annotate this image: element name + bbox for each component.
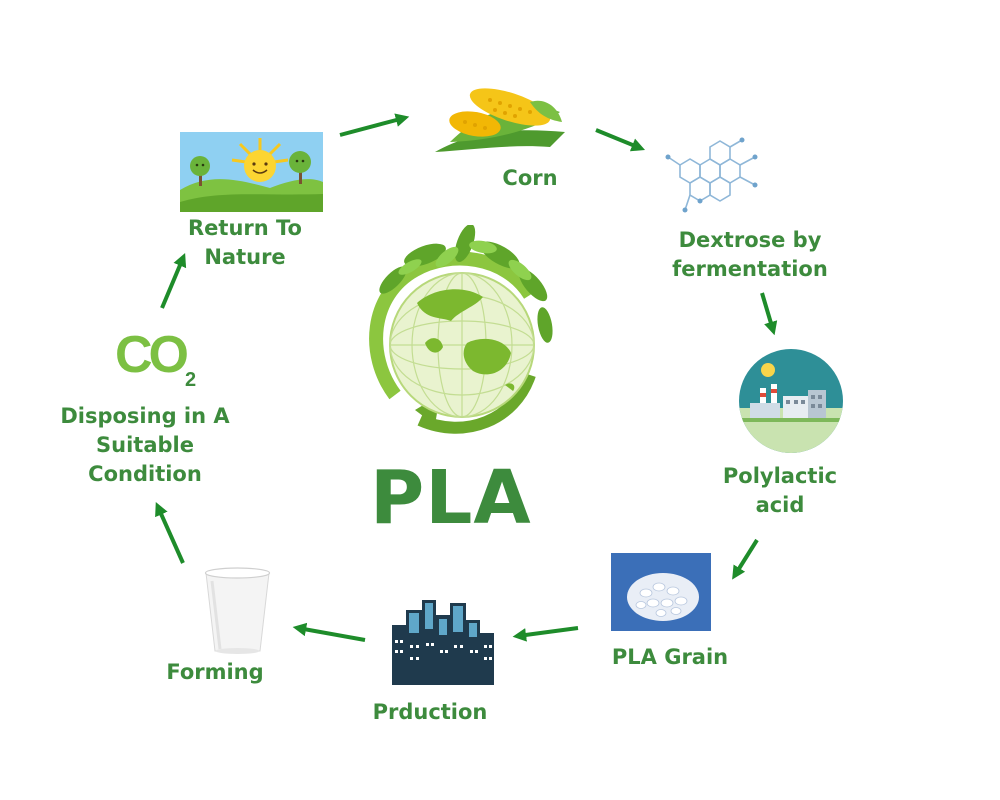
page-title: PLA [370, 455, 532, 541]
arrow-dextrose-to-acid [760, 292, 778, 336]
arrow-acid-to-grain [732, 538, 759, 580]
factory-icon [739, 349, 843, 453]
co2-icon: CO2 [115, 326, 197, 391]
paper-cup-icon [204, 567, 271, 654]
globe-icon [369, 225, 553, 434]
step-label-production: Prduction [372, 700, 488, 724]
step-label-forming: Forming [166, 660, 264, 684]
arrow-nature-to-corn [339, 113, 410, 137]
arrow-grain-to-production [512, 626, 579, 642]
step-label-corn: Corn [502, 166, 558, 190]
step-label-grain: PLA Grain [611, 645, 729, 669]
corn-icon [435, 88, 565, 152]
sunny-landscape-icon [180, 132, 323, 212]
arrow-production-to-forming [292, 622, 366, 642]
arrow-forming-to-disposing [155, 502, 185, 564]
arrow-disposing-to-nature [160, 252, 187, 309]
hexagon-molecule-icon [665, 137, 758, 213]
city-buildings-icon [392, 600, 494, 685]
pellets-icon [611, 553, 711, 631]
arrow-corn-to-dextrose [595, 128, 646, 152]
